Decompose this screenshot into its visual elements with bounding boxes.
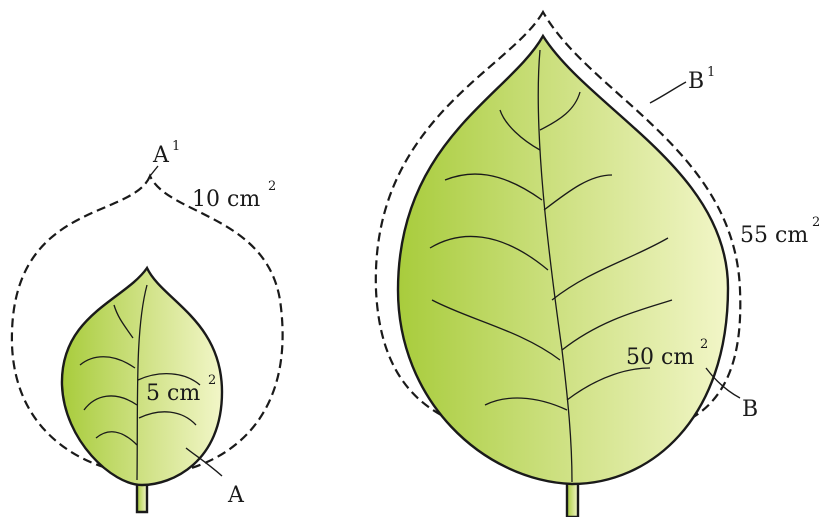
large-leaf-group [376, 12, 741, 517]
large-leaf-grown-pointer [650, 82, 686, 103]
large-leaf-grown-area-exponent: 2 [812, 215, 820, 230]
small-leaf-group [12, 166, 283, 512]
small-leaf-blade [62, 268, 222, 485]
small-leaf-area-exponent: 2 [208, 373, 216, 388]
large-leaf-label: B [742, 397, 758, 422]
large-leaf-blade [398, 36, 728, 484]
large-leaf-area-exponent: 2 [700, 337, 708, 352]
small-leaf-grown-label: A [152, 143, 170, 168]
small-leaf-grown-area-label: 10 cm [192, 187, 260, 212]
small-leaf-grown-label-superscript: 1 [172, 139, 180, 154]
large-leaf-grown-label-superscript: 1 [707, 65, 715, 80]
small-leaf-label: A [227, 483, 245, 508]
small-leaf-area-label: 5 cm [146, 381, 200, 406]
large-leaf-area-label: 50 cm [626, 345, 694, 370]
large-leaf-grown-label: B [688, 69, 704, 94]
large-leaf-petiole [567, 480, 578, 517]
large-leaf-grown-area-label: 55 cm [740, 223, 808, 248]
small-leaf-grown-area-exponent: 2 [268, 179, 276, 194]
